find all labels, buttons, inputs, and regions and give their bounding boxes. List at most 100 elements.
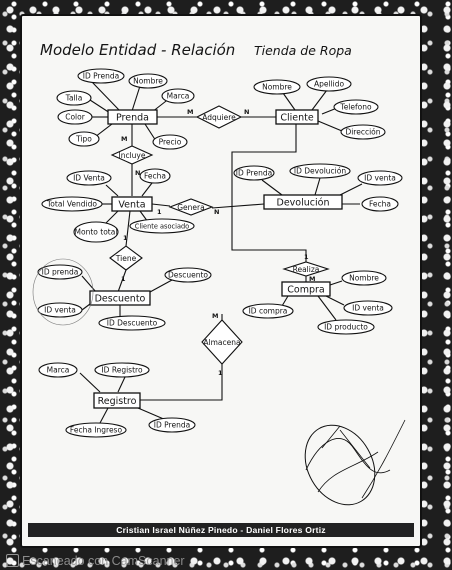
svg-text:Nombre: Nombre <box>349 274 379 283</box>
svg-text:Fecha: Fecha <box>144 172 166 181</box>
attr-monto-total: Monto total <box>73 221 119 243</box>
svg-text:Venta: Venta <box>118 200 145 211</box>
cardinality-labels: M N M N 1 N 1 1 1 M M 1 <box>121 108 315 377</box>
connectors <box>79 81 363 424</box>
svg-text:Incluye: Incluye <box>119 151 146 160</box>
svg-text:ID Devolución: ID Devolución <box>294 167 346 176</box>
attr-dev-id-venta: ID venta <box>357 170 403 186</box>
svg-text:Talla: Talla <box>65 94 83 103</box>
svg-text:Fecha Ingreso: Fecha Ingreso <box>70 426 123 435</box>
svg-text:Telefono: Telefono <box>339 103 372 112</box>
svg-text:M: M <box>187 108 193 116</box>
svg-text:ID Prenda: ID Prenda <box>236 169 272 178</box>
entity-cliente: Cliente <box>275 109 319 125</box>
attr-marca: Marca <box>161 88 195 104</box>
entity-registro: Registro <box>93 392 141 409</box>
svg-text:ID venta: ID venta <box>44 306 76 315</box>
attr-descuento: Descuento <box>164 267 212 283</box>
attr-telefono: Telefono <box>333 99 379 115</box>
svg-text:ID Prenda: ID Prenda <box>154 421 190 430</box>
svg-text:N: N <box>214 208 219 216</box>
attr-apellido: Apellido <box>306 76 352 92</box>
scanner-watermark: Escaneado con CamScanner <box>6 554 185 568</box>
attr-desc-id-prenda: ID prenda <box>37 264 83 280</box>
attr-desc-id-venta: ID venta <box>37 302 83 318</box>
entity-compra: Compra <box>281 281 331 297</box>
store-title: Tienda de Ropa <box>254 43 352 58</box>
attr-direccion: Dirección <box>340 124 386 140</box>
svg-text:Fecha: Fecha <box>369 200 391 209</box>
relationship-almacena: Almacena <box>201 319 243 365</box>
svg-text:Cliente: Cliente <box>280 113 314 124</box>
attr-cliente-nombre: Nombre <box>253 79 301 95</box>
svg-text:Tiene: Tiene <box>115 254 137 263</box>
svg-text:Color: Color <box>65 113 85 122</box>
relationship-adquiere: Adquiere <box>195 105 243 129</box>
attr-compra-nombre: Nombre <box>341 270 387 286</box>
svg-text:Genera: Genera <box>177 203 204 212</box>
svg-text:1: 1 <box>157 208 162 216</box>
entity-devolucion: Devolución <box>263 194 343 210</box>
svg-text:ID producto: ID producto <box>324 323 368 332</box>
svg-text:ID venta: ID venta <box>364 174 396 183</box>
svg-text:Descuento: Descuento <box>95 294 146 305</box>
watermark-text: Escaneado con CamScanner <box>22 554 185 568</box>
svg-text:1: 1 <box>304 253 309 261</box>
svg-text:1: 1 <box>218 369 223 377</box>
attr-dev-id-prenda: ID Prenda <box>233 165 275 181</box>
svg-text:N: N <box>135 169 140 177</box>
attr-id-descuento: ID Descuento <box>98 315 166 331</box>
svg-text:1: 1 <box>121 275 126 283</box>
circled-keys-sketch <box>32 258 94 326</box>
attr-id-devolucion: ID Devolución <box>289 163 351 179</box>
attr-total-vendido: Total Vendido <box>41 196 103 212</box>
attr-id-prenda: ID Prenda <box>77 68 125 84</box>
svg-text:Cliente asociado: Cliente asociado <box>135 223 189 231</box>
relationship-incluye: Incluye <box>110 145 154 165</box>
svg-text:Tipo: Tipo <box>75 135 92 144</box>
attr-dev-fecha: Fecha <box>361 196 399 212</box>
entity-venta: Venta <box>111 196 153 212</box>
relationship-genera: Genera <box>168 198 214 216</box>
svg-text:M: M <box>212 312 218 320</box>
attr-color: Color <box>57 109 93 125</box>
attr-precio: Precio <box>152 134 188 150</box>
svg-text:Dirección: Dirección <box>345 128 380 137</box>
svg-text:Realiza: Realiza <box>293 265 320 274</box>
svg-text:ID Registro: ID Registro <box>101 366 142 375</box>
svg-text:Devolución: Devolución <box>277 198 330 209</box>
svg-text:Registro: Registro <box>98 396 137 407</box>
relationship-tiene: Tiene <box>109 245 143 271</box>
relationship-realiza: Realiza <box>282 261 330 277</box>
svg-text:Nombre: Nombre <box>262 83 292 92</box>
attr-compra-id-venta: ID venta <box>343 300 393 316</box>
attr-id-venta: ID Venta <box>66 170 112 186</box>
svg-text:Monto total: Monto total <box>75 228 118 237</box>
svg-text:1: 1 <box>123 234 128 242</box>
entity-prenda: Prenda <box>107 109 158 125</box>
attr-fecha-ingreso: Fecha Ingreso <box>65 422 127 438</box>
svg-text:Adquiere: Adquiere <box>202 113 236 122</box>
svg-text:Descuento: Descuento <box>168 271 208 280</box>
attr-fecha: Fecha <box>139 168 171 184</box>
svg-text:Total Vendido: Total Vendido <box>46 200 97 209</box>
diagram-title: Modelo Entidad - Relación <box>40 41 235 59</box>
entity-descuento: Descuento <box>89 290 151 306</box>
attr-talla: Talla <box>56 90 92 106</box>
svg-text:Precio: Precio <box>159 138 182 147</box>
svg-text:M: M <box>121 135 127 143</box>
svg-text:ID Prenda: ID Prenda <box>83 72 119 81</box>
svg-text:ID compra: ID compra <box>249 307 288 316</box>
svg-text:M: M <box>309 275 315 283</box>
svg-text:Marca: Marca <box>167 92 190 101</box>
attr-id-registro: ID Registro <box>94 362 150 378</box>
svg-text:ID Descuento: ID Descuento <box>107 319 158 328</box>
attr-tipo: Tipo <box>68 131 100 147</box>
svg-text:Nombre: Nombre <box>133 77 163 86</box>
svg-text:N: N <box>244 108 249 116</box>
attr-cliente-asociado: Cliente asociado <box>129 218 195 234</box>
svg-text:Marca: Marca <box>47 366 70 375</box>
camscanner-logo-icon <box>6 554 19 567</box>
handwritten-signature <box>304 419 406 506</box>
